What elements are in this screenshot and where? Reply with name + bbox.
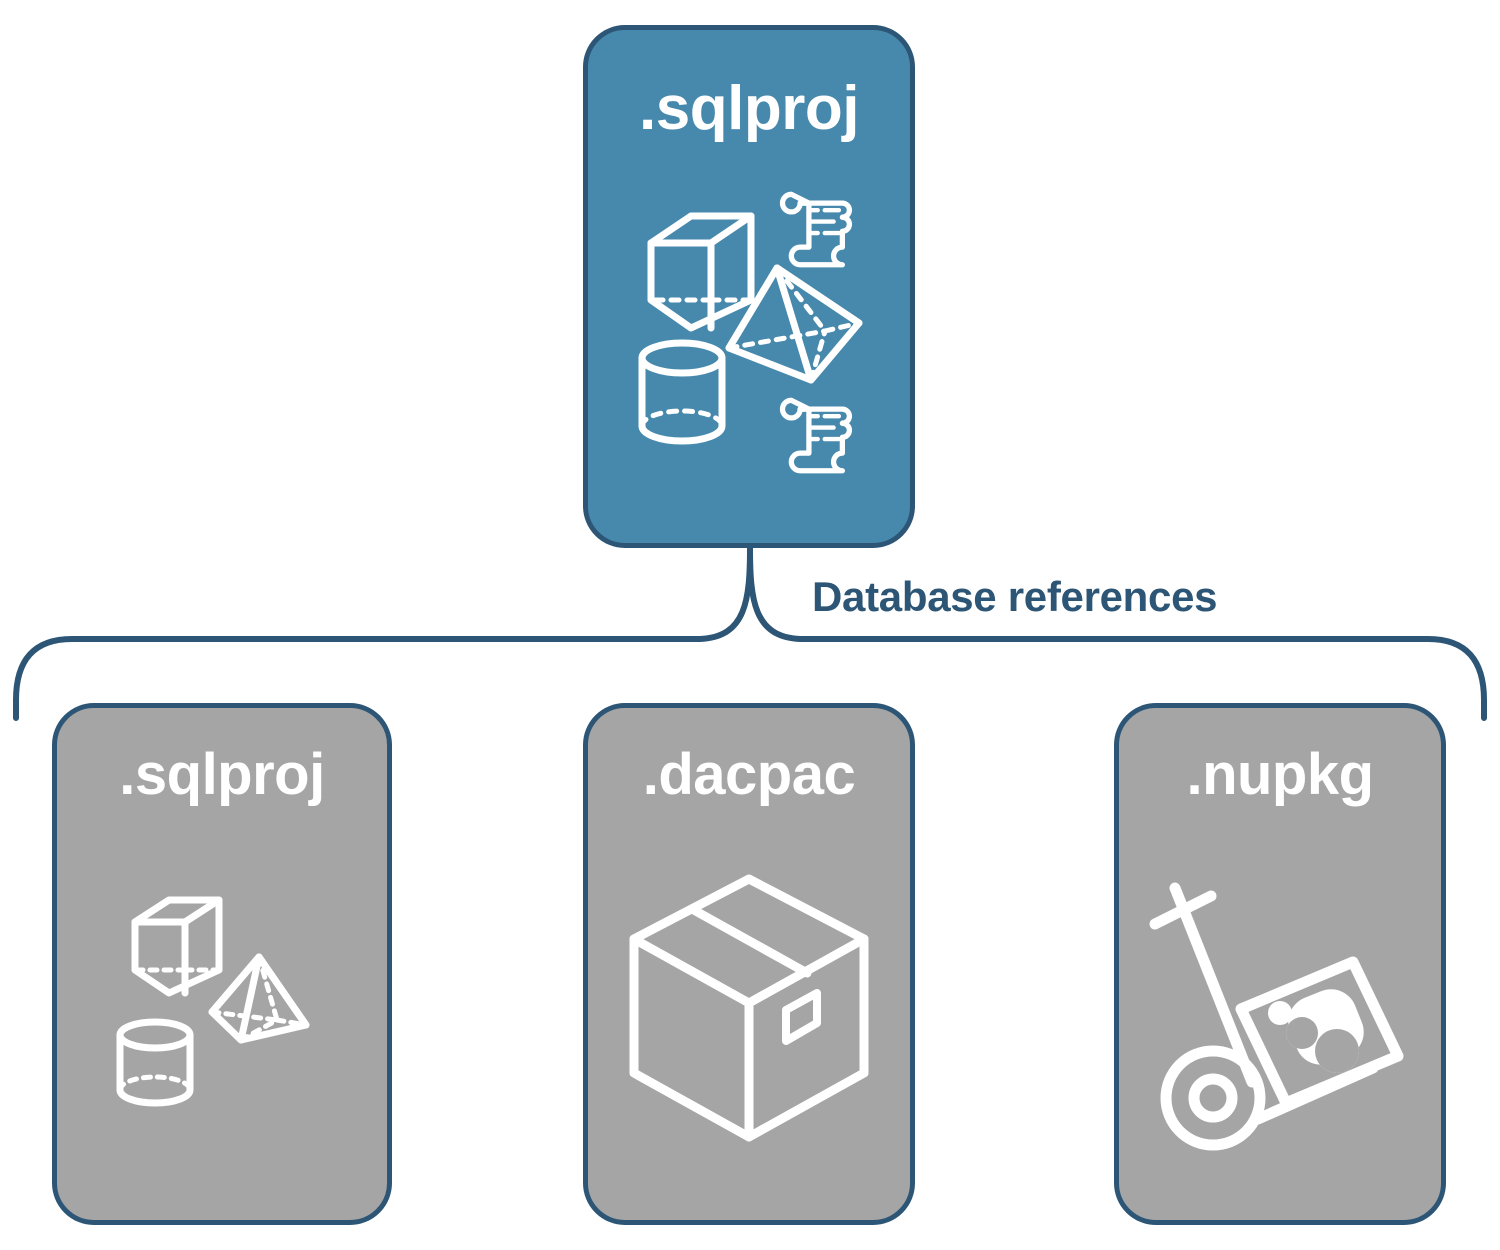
package-box-icon [629, 874, 869, 1142]
reference-card-nupkg[interactable]: .nupkg [1114, 703, 1446, 1225]
reference-card-dacpac-title: .dacpac [642, 742, 856, 807]
nuget-logo-cutouts [1286, 1017, 1359, 1073]
root-card-sqlproj[interactable]: .sqlproj [583, 25, 915, 548]
scroll-icon [779, 397, 852, 473]
brace-label-database-references: Database references [812, 573, 1218, 620]
reference-card-sqlproj-title: .sqlproj [119, 742, 325, 807]
reference-card-dacpac[interactable]: .dacpac [583, 703, 915, 1225]
cylinder-wireframe-icon [638, 339, 726, 444]
nuget-package-icon [1235, 956, 1404, 1109]
reference-card-sqlproj-icon-group [57, 804, 387, 1220]
reference-card-nupkg-title: .nupkg [1186, 742, 1374, 807]
cube-wireframe-icon [647, 212, 755, 331]
hand-truck-package-icon [1149, 882, 1379, 1151]
reference-card-dacpac-icon-group [588, 804, 910, 1220]
reference-card-nupkg-icon-group [1119, 804, 1441, 1220]
pyramid-wireframe-icon [725, 264, 863, 383]
root-card-icon-group [588, 140, 910, 543]
scroll-icon [779, 191, 852, 267]
cube-wireframe-icon [131, 896, 223, 996]
pyramid-wireframe-icon [208, 953, 310, 1043]
reference-card-sqlproj[interactable]: .sqlproj [52, 703, 392, 1225]
root-card-title: .sqlproj [639, 74, 859, 143]
cylinder-wireframe-icon [116, 1018, 194, 1106]
